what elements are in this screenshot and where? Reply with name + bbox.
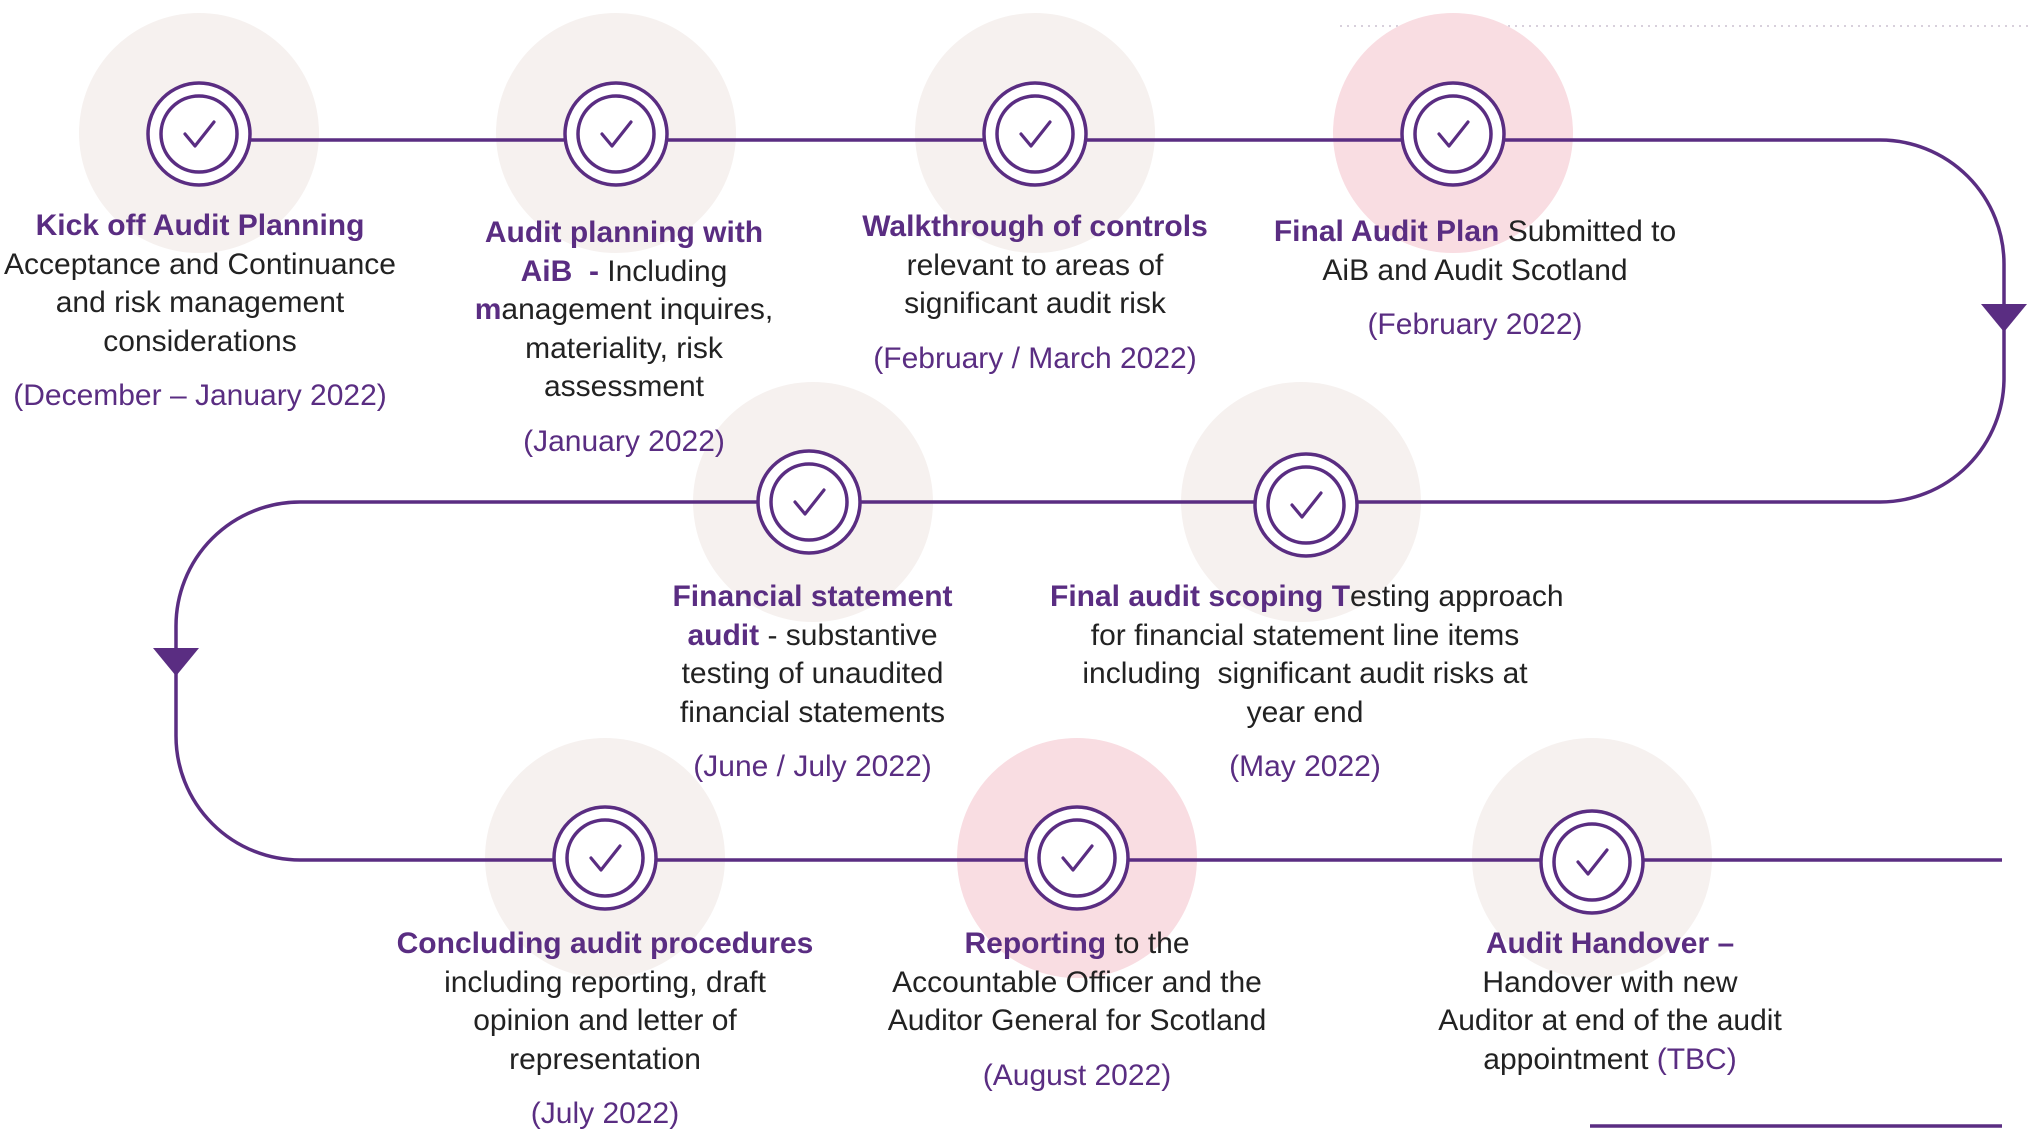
step-title-part: audit — [687, 618, 760, 652]
step-title: Walkthrough of controls — [862, 210, 1208, 243]
step-date: (July 2022) — [530, 1097, 680, 1130]
step-desc-line: relevant to areas of — [906, 248, 1164, 282]
step-desc-line: significant audit risk — [904, 287, 1166, 320]
check-circle-icon — [1539, 809, 1645, 915]
check-circle-icon — [1024, 805, 1130, 911]
step-desc-line: for financial statement line items — [1090, 618, 1520, 652]
step-date: (February 2022) — [1367, 308, 1583, 341]
check-circle-icon — [1253, 452, 1359, 558]
step-date: (TBC) — [1656, 1042, 1737, 1076]
arrow-down-icon-left — [153, 648, 199, 676]
step-desc-line: assessment — [543, 370, 705, 403]
step-2-audit-planning: Audit planning with AiB - Including mana… — [451, 214, 797, 461]
step-title: Kick off Audit Planning — [35, 209, 365, 242]
step-title-line2: audit - substantive — [640, 617, 985, 656]
step-7-concluding-procedures: Concluding audit procedures including re… — [395, 925, 815, 1134]
step-desc-line: Accountable Officer and the — [892, 965, 1262, 999]
step-9-audit-handover: Audit Handover – Handover with new Audit… — [1400, 925, 1820, 1079]
step-date: (August 2022) — [982, 1058, 1172, 1092]
step-desc-part: anagement inquires, — [501, 293, 774, 326]
arrow-down-icon-right — [1981, 304, 2027, 332]
step-title-line2: AiB - Including — [451, 253, 797, 292]
step-desc-part: Submitted to — [1499, 215, 1677, 248]
step-desc-line: appointment (TBC) — [1400, 1041, 1820, 1080]
step-desc-part: appointment — [1483, 1042, 1657, 1076]
step-title-line: Final audit scoping Testing approach — [1050, 578, 1564, 617]
step-desc-line: year end — [1246, 695, 1364, 729]
step-accent-letter: T — [1331, 580, 1351, 613]
step-title: Concluding audit procedures — [396, 927, 814, 960]
step-accent-letter: m — [474, 293, 502, 326]
step-date: (January 2022) — [523, 424, 725, 458]
step-desc-line: Handover with new — [1482, 965, 1738, 999]
step-desc-line: Auditor at end of the audit — [1438, 1004, 1782, 1037]
step-desc-line: including reporting, draft — [444, 965, 766, 999]
step-desc-line: representation — [509, 1042, 701, 1076]
step-title: Financial statement — [672, 580, 953, 613]
step-title-part: AiB — [520, 254, 573, 288]
step-title: Audit Handover – — [1485, 927, 1735, 960]
step-desc-part: to the — [1106, 927, 1190, 960]
step-desc-part: esting approach — [1350, 580, 1564, 613]
step-title: Reporting — [964, 927, 1107, 960]
step-desc-line: financial statements — [679, 695, 946, 729]
timeline-path — [174, 138, 2006, 862]
check-circle-icon — [146, 81, 252, 187]
step-desc-part: - substantive — [759, 618, 938, 652]
step-date: (February / March 2022) — [873, 341, 1197, 375]
step-date: (December – January 2022) — [13, 379, 387, 412]
step-desc-line: management inquires, — [451, 291, 797, 330]
step-desc-line: and risk management — [55, 286, 345, 319]
step-date: (June / July 2022) — [693, 750, 932, 783]
check-circle-icon — [563, 81, 669, 187]
step-title-line: Final Audit Plan Submitted to — [1250, 213, 1700, 252]
step-desc-line: Acceptance and Continuance — [4, 247, 396, 281]
check-circle-icon — [756, 449, 862, 555]
check-circle-icon — [982, 81, 1088, 187]
step-title: Final Audit Plan — [1273, 215, 1500, 248]
check-circle-icon — [1400, 81, 1506, 187]
step-desc-line: materiality, risk — [525, 331, 723, 365]
step-title: Final audit scoping — [1050, 580, 1332, 613]
step-desc-line: including significant audit risks at — [1082, 657, 1528, 690]
step-desc-line: considerations — [103, 324, 297, 358]
step-date: (May 2022) — [1229, 750, 1381, 783]
step-4-final-audit-plan: Final Audit Plan Submitted to AiB and Au… — [1250, 213, 1700, 345]
step-desc-line: testing of unaudited — [681, 657, 944, 690]
step-8-reporting: Reporting to the Accountable Officer and… — [867, 925, 1287, 1095]
step-6-final-audit-scoping: Final audit scoping Testing approach for… — [1050, 578, 1564, 787]
step-5-financial-statement-audit: Financial statement audit - substantive … — [640, 578, 985, 787]
step-desc-line: Auditor General for Scotland — [887, 1004, 1267, 1037]
step-title-line: Reporting to the — [867, 925, 1287, 964]
step-1-kickoff: Kick off Audit Planning Acceptance and C… — [4, 207, 396, 416]
check-circle-icon — [552, 805, 658, 911]
step-desc-part: Including — [607, 254, 728, 288]
step-title-dash: - — [572, 254, 608, 288]
step-title: Audit planning with — [484, 216, 764, 249]
step-desc-line: AiB and Audit Scotland — [1322, 253, 1628, 287]
step-desc-line: opinion and letter of — [473, 1004, 737, 1037]
step-3-walkthrough: Walkthrough of controls relevant to area… — [850, 208, 1220, 378]
